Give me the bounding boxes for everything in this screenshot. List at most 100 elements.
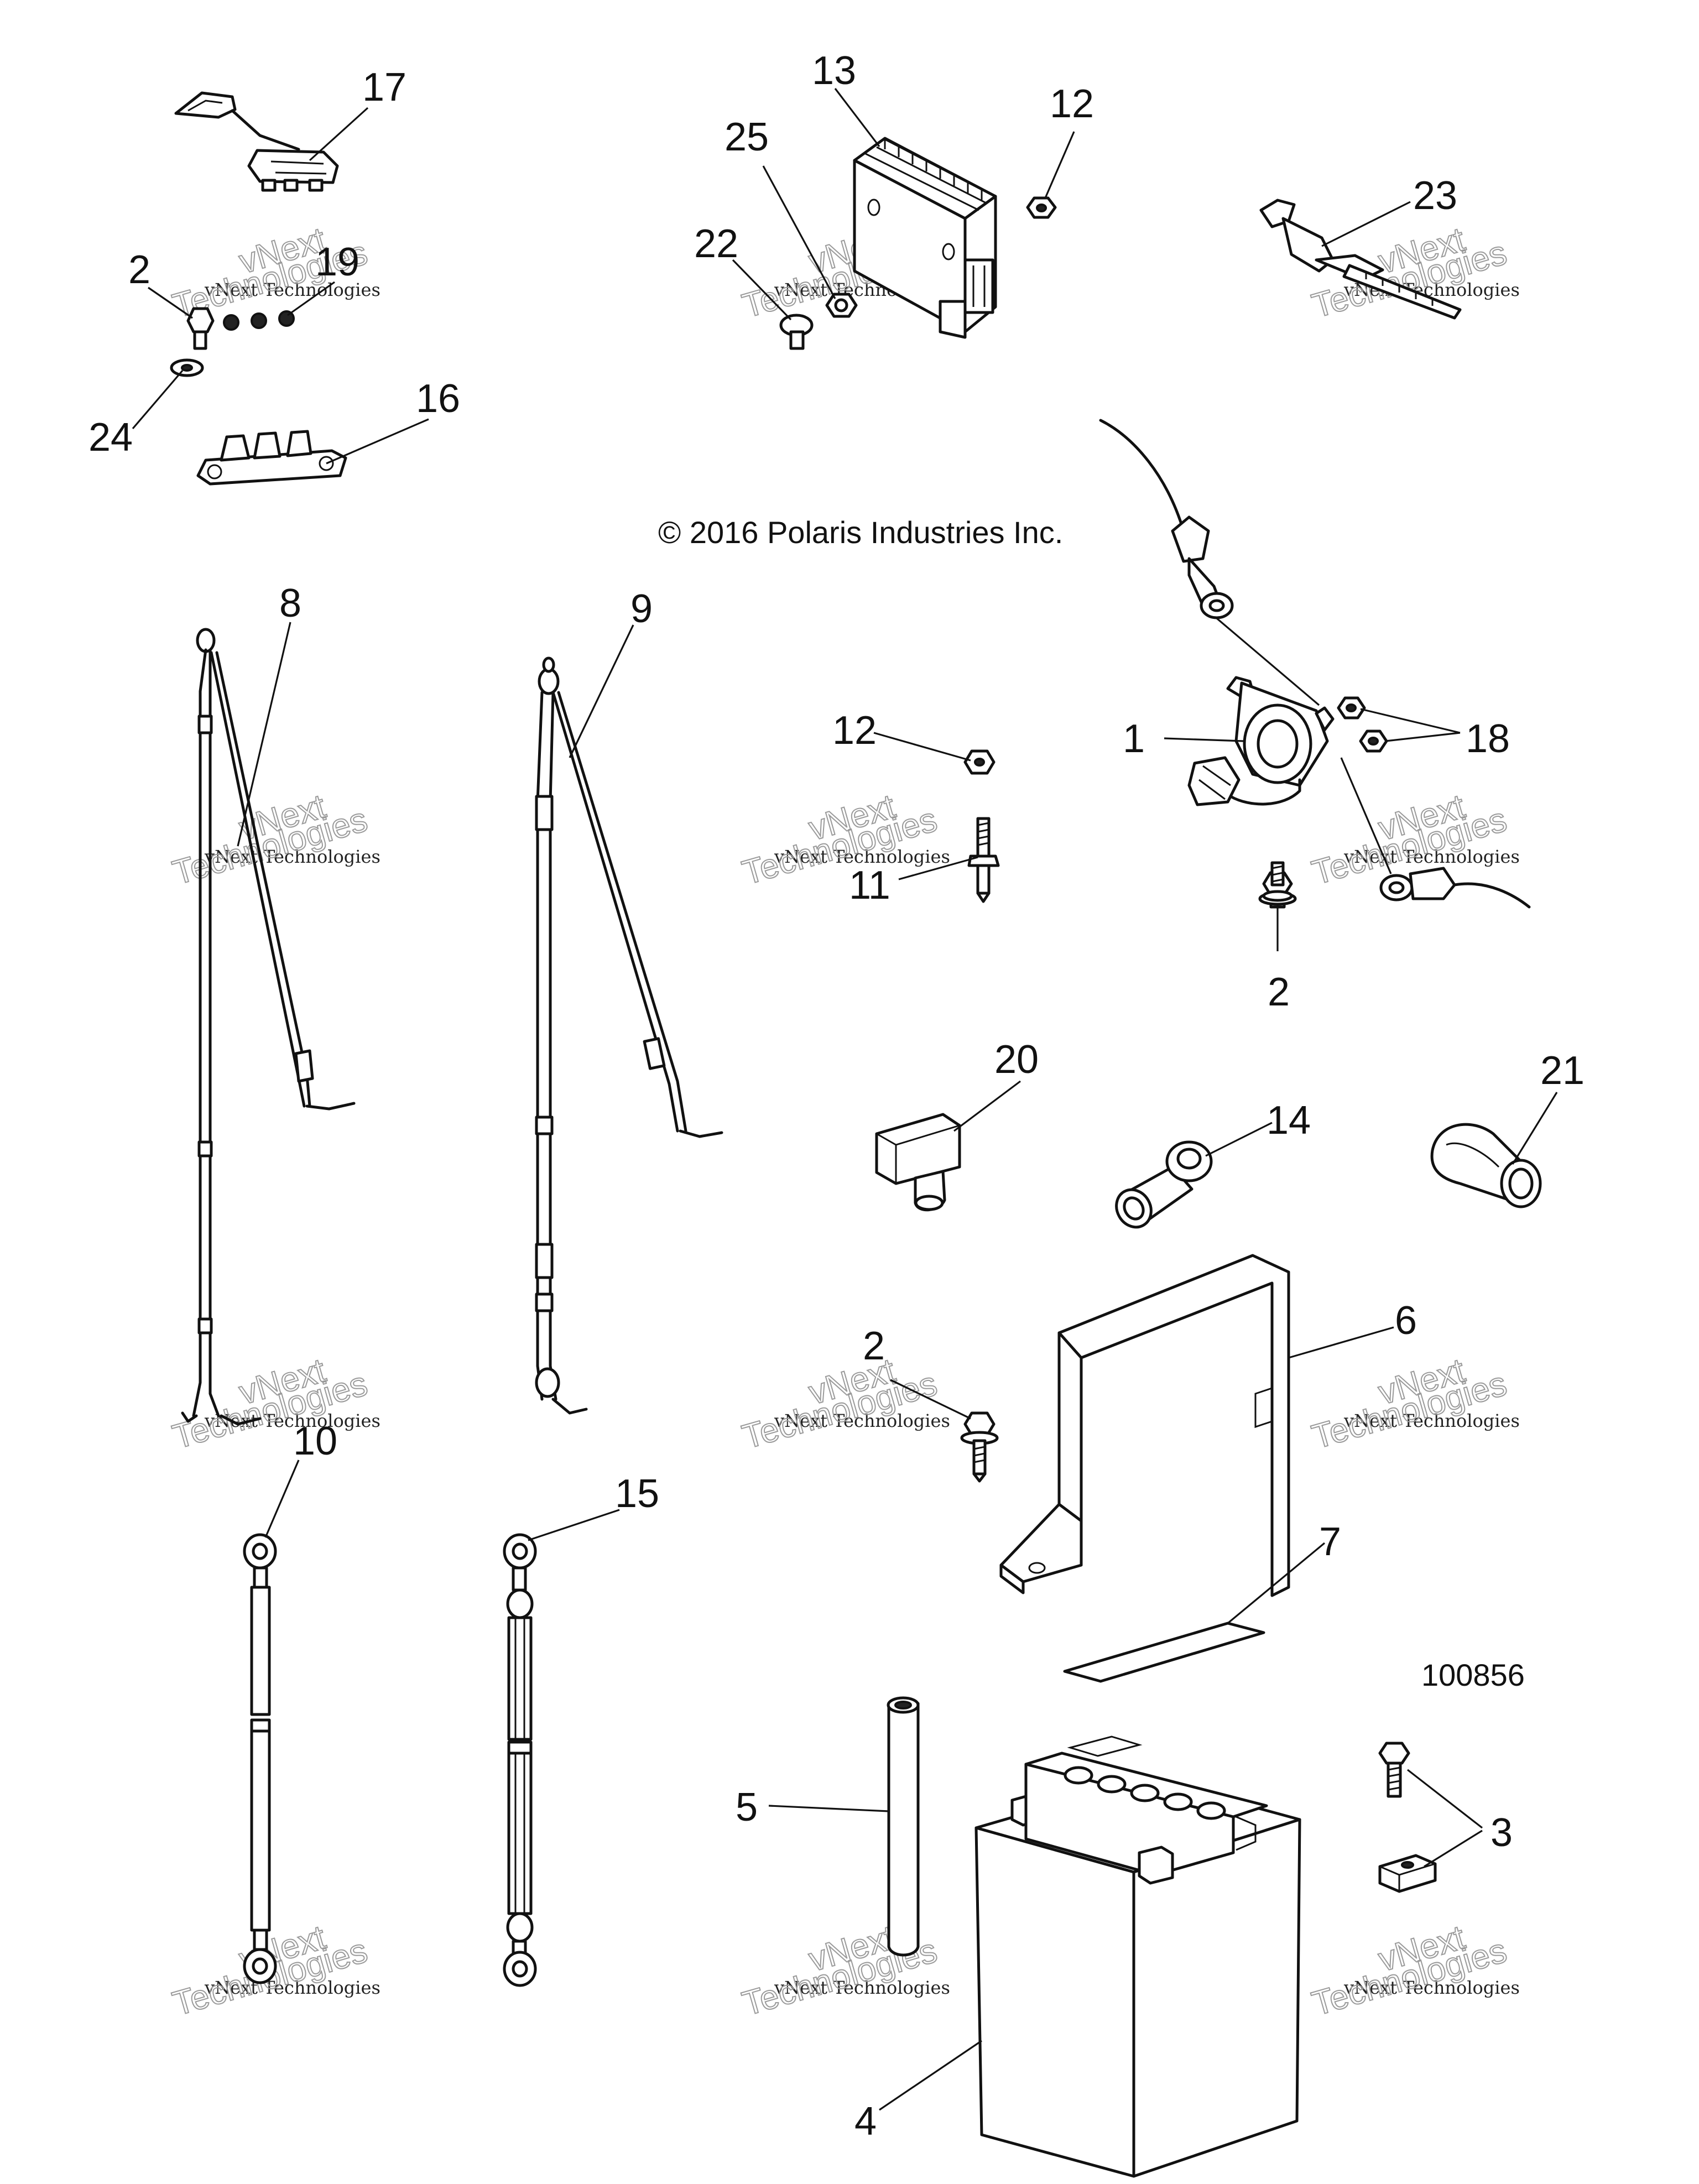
callout-16: 16 (416, 377, 460, 421)
leader-18a (1360, 708, 1461, 734)
leader-3a (1407, 1769, 1483, 1829)
leader-1 (1164, 737, 1244, 742)
leader-10 (264, 1460, 300, 1538)
callout-21: 21 (1540, 1049, 1585, 1093)
leader-lines (132, 88, 1558, 2111)
leader-sol-bottom (1340, 757, 1392, 874)
watermark: vNext vNext Technologies Technologies (1307, 220, 1520, 326)
leader-sol-top (1216, 617, 1320, 706)
watermark-middle: vNext Technologies (204, 279, 381, 300)
callout-18: 18 (1466, 717, 1510, 761)
callout-4: 4 (854, 2099, 877, 2144)
callout-3: 3 (1490, 1811, 1513, 1855)
leader-7 (1227, 1542, 1326, 1624)
part-1-starter-solenoid (1099, 419, 1335, 806)
part-22-screw (779, 314, 814, 350)
callout-22: 22 (694, 222, 738, 266)
leader-21 (1512, 1092, 1558, 1165)
callout-1: 1 (1123, 717, 1145, 761)
part-3-bolt-and-nut (1378, 1742, 1437, 1893)
callout-2-top-left: 2 (128, 248, 150, 292)
leader-14 (1205, 1122, 1273, 1157)
callout-12-top: 12 (1050, 82, 1094, 126)
callout-9: 9 (630, 587, 653, 631)
callout-6: 6 (1395, 1299, 1417, 1343)
part-4-battery (974, 1735, 1301, 2178)
callout-24: 24 (88, 415, 133, 460)
callout-23: 23 (1413, 174, 1457, 218)
part-7-battery-pad (1063, 1622, 1265, 1683)
leader-11 (898, 856, 978, 880)
callout-12-middle: 12 (832, 708, 877, 753)
part-2-bolt-solenoid (1258, 861, 1297, 909)
leader-6 (1288, 1326, 1394, 1359)
watermark-middle: vNext Technologies (204, 1977, 381, 1998)
leader-3b (1424, 1829, 1483, 1868)
watermark: vNext vNext Technologies Technologies (738, 786, 950, 893)
leader-5 (768, 1805, 889, 1812)
part-13-voltage-regulator (853, 137, 997, 339)
part-18-terminal-nuts (1337, 696, 1388, 753)
callout-15: 15 (615, 1472, 659, 1516)
part-23-cable-tie-clip (1259, 199, 1462, 320)
callout-14: 14 (1267, 1098, 1311, 1143)
leader-17 (309, 107, 369, 161)
watermark-middle: vNext Technologies (774, 846, 950, 867)
watermark-middle: vNext Technologies (774, 1410, 950, 1431)
watermark: vNext vNext Technologies Technologies (1307, 1917, 1520, 2024)
callout-19: 19 (315, 240, 359, 284)
leader-24 (132, 369, 184, 430)
part-2-bolt-lower (960, 1411, 999, 1483)
part-16-terminal-block (196, 430, 347, 486)
leader-2c (890, 1379, 971, 1420)
callout-11: 11 (849, 863, 890, 908)
leader-22 (732, 259, 792, 321)
part-17-tether-cap (174, 91, 339, 192)
part-2-screw-top-left (186, 307, 215, 350)
part-20-terminal-boot (875, 1113, 961, 1212)
drawing-number: 100856 (1421, 1657, 1525, 1692)
part-ring-cable-end (1379, 867, 1531, 909)
leader-9 (569, 624, 634, 758)
part-14-terminal-boot (1115, 1140, 1213, 1229)
part-9-cable (535, 656, 723, 1415)
watermark-middle: vNext Technologies (774, 1977, 950, 1998)
watermarks: vNext vNext Technologies Technologies vN… (168, 220, 1520, 2024)
callout-7: 7 (1319, 1520, 1341, 1564)
leader-8 (237, 622, 291, 847)
leader-20 (953, 1080, 1021, 1132)
callout-17: 17 (362, 65, 406, 110)
leader-4 (879, 2040, 982, 2111)
leader-19 (287, 281, 335, 316)
part-15-battery-cable (503, 1533, 537, 1987)
leader-15 (528, 1509, 620, 1541)
callout-20: 20 (994, 1038, 1039, 1082)
part-8-cable (181, 628, 356, 1426)
copyright-notice: © 2016 Polaris Industries Inc. (658, 515, 1063, 550)
part-21-terminal-boot (1430, 1123, 1542, 1208)
part-24-washer (170, 358, 204, 377)
part-5-vent-tube (887, 1696, 920, 1957)
watermark-middle: vNext Technologies (1343, 846, 1520, 867)
watermark-middle: vNext Technologies (1343, 1410, 1520, 1431)
callout-labels: 17 2 19 24 16 13 12 25 22 23 8 9 12 11 1… (88, 49, 1585, 2144)
callout-8: 8 (279, 581, 301, 626)
leader-23 (1321, 201, 1411, 247)
part-11-stud (967, 817, 1000, 903)
watermark: vNext vNext Technologies Technologies (738, 1351, 950, 1457)
part-6-battery-hold-down-strap (999, 1254, 1290, 1597)
callout-2-lower: 2 (863, 1324, 885, 1368)
part-12-nut-top (1026, 196, 1057, 219)
leader-2a (148, 286, 193, 319)
part-25-flange-nut (825, 293, 858, 318)
callout-13: 13 (812, 49, 856, 93)
callout-10: 10 (293, 1419, 337, 1463)
watermark-middle: vNext Technologies (1343, 1977, 1520, 1998)
callout-5: 5 (736, 1785, 758, 1829)
leader-12b (873, 732, 971, 762)
watermark: vNext vNext Technologies Technologies (1307, 1351, 1520, 1457)
callout-2-solenoid: 2 (1268, 970, 1290, 1014)
watermark-middle: vNext Technologies (204, 846, 381, 867)
leader-13 (834, 88, 880, 147)
